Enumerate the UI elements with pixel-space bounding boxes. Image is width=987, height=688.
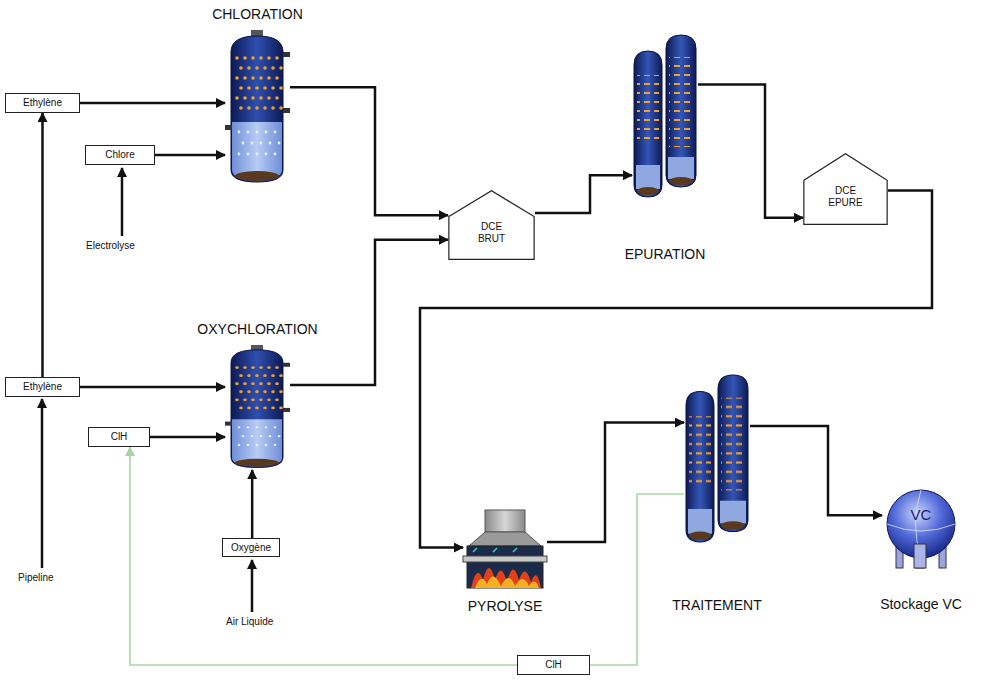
flow-line	[698, 85, 803, 218]
flow-line	[251, 470, 254, 538]
columns-node: EPURATION	[632, 35, 698, 200]
flow-line	[547, 423, 684, 542]
house-node: DCE BRUT	[448, 190, 535, 260]
flow-line	[41, 113, 44, 377]
storage-label: DCE EPURE	[803, 185, 888, 209]
sphere-node: VCStockage VC	[882, 488, 960, 568]
unit-heading: TRAITEMENT	[672, 597, 761, 613]
reactor-drawing	[225, 345, 290, 470]
flow-line	[535, 175, 632, 213]
box-label: ClH	[545, 659, 562, 671]
sphere-drawing	[882, 488, 960, 568]
furnace-node: PYROLYSE	[463, 510, 547, 590]
box-label: Chlore	[105, 149, 134, 161]
source-label: Electrolyse	[86, 240, 135, 251]
electrolyse-arrow	[121, 168, 124, 236]
process-box: ClH	[88, 427, 150, 447]
air-liquide-arrow	[251, 560, 254, 612]
furnace-drawing	[463, 510, 547, 590]
reactor-drawing	[225, 30, 290, 185]
flow-line	[80, 102, 225, 105]
flow-line	[750, 426, 882, 515]
unit-heading: EPURATION	[625, 246, 706, 262]
box-label: Oxygène	[231, 542, 271, 554]
process-box: ClH	[517, 655, 590, 675]
process-box: Ethylène	[5, 377, 80, 397]
reactor-node: CHLORATION	[225, 30, 290, 185]
box-label: Ethylène	[23, 381, 62, 393]
flow-line	[80, 386, 225, 389]
flow-line	[150, 436, 225, 439]
source-label: Pipeline	[18, 572, 54, 583]
tank-label: VC	[882, 506, 960, 523]
columns-drawing	[684, 375, 750, 545]
process-box: Ethylène	[5, 93, 80, 113]
flow-line	[290, 87, 448, 215]
source-label: Air Liquide	[226, 616, 273, 627]
storage-label: DCE BRUT	[448, 221, 535, 245]
flow-line	[290, 240, 448, 385]
process-box: Oxygène	[222, 538, 280, 557]
columns-drawing	[632, 35, 698, 200]
box-label: ClH	[111, 431, 128, 443]
unit-heading: OXYCHLORATION	[197, 321, 317, 337]
box-label: Ethylène	[23, 97, 62, 109]
unit-heading: PYROLYSE	[468, 598, 542, 614]
recycle-line	[130, 447, 517, 665]
flow-line	[155, 154, 225, 157]
columns-node: TRAITEMENT	[684, 375, 750, 545]
unit-heading: CHLORATION	[212, 6, 303, 22]
recycle-line	[590, 494, 684, 665]
unit-heading: Stockage VC	[880, 596, 962, 612]
house-node: DCE EPURE	[803, 153, 888, 225]
process-box: Chlore	[85, 145, 155, 165]
reactor-node: OXYCHLORATION	[225, 345, 290, 470]
pipeline-arrow	[41, 399, 44, 568]
